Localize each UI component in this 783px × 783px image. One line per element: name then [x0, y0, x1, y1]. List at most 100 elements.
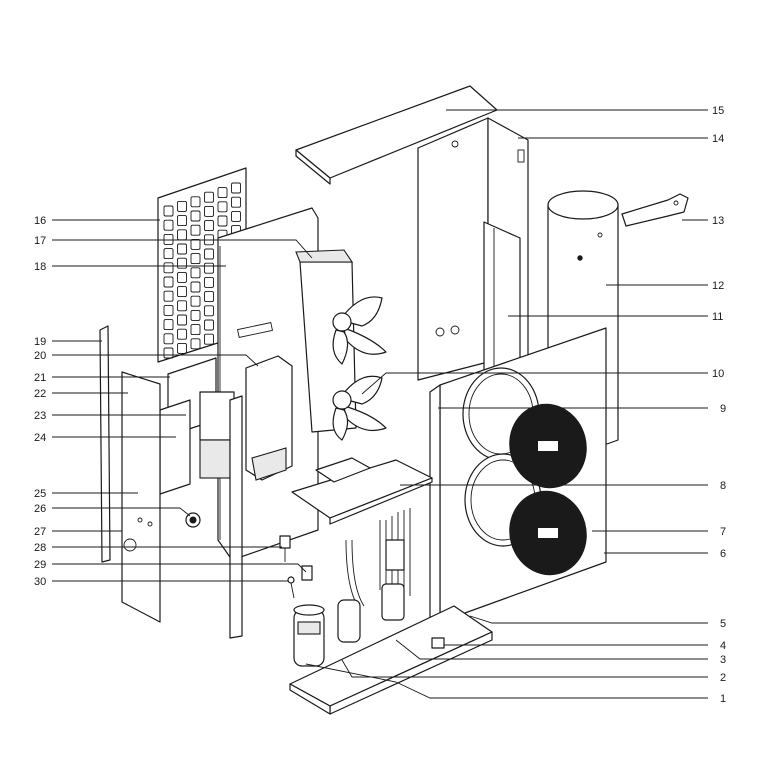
- top-cover: [295, 85, 498, 185]
- callout-2: 2: [720, 672, 726, 684]
- leader-line: [52, 239, 313, 259]
- coil-cell: [204, 248, 214, 260]
- left-pillar: [99, 325, 111, 563]
- fan-upper: [332, 296, 387, 365]
- front-panel: [429, 327, 607, 623]
- plate-heat-exchanger: [381, 583, 405, 621]
- fan-grille-lower: [509, 490, 587, 576]
- coil-cell: [163, 276, 174, 288]
- callout-9: 9: [720, 403, 726, 415]
- sensor-probe: [287, 576, 295, 599]
- coil-cell: [163, 290, 174, 302]
- leader-lines-left: [52, 219, 313, 582]
- coil-cell: [204, 262, 214, 274]
- coil-cell: [204, 276, 214, 288]
- coil-cell: [204, 333, 214, 345]
- coil-cell: [163, 347, 174, 359]
- coil-cell: [163, 333, 174, 345]
- coil-cell: [204, 305, 214, 317]
- coil-cell: [190, 338, 201, 350]
- coil-cell: [177, 215, 187, 227]
- coil-cell: [177, 257, 187, 269]
- callout-4: 4: [720, 640, 726, 652]
- callout-13: 13: [712, 215, 724, 227]
- coil-cell: [163, 248, 174, 260]
- fan-motor-bracket: [295, 249, 357, 433]
- coil-cell: [231, 196, 241, 208]
- coil-cell: [177, 200, 187, 212]
- callout-18: 18: [34, 261, 46, 273]
- coil-cell: [190, 267, 201, 279]
- callout-7: 7: [720, 526, 726, 538]
- coil-cell: [204, 291, 214, 303]
- leader-line: [395, 639, 708, 660]
- coil-cell: [190, 253, 201, 265]
- callout-3: 3: [720, 654, 726, 666]
- coil-cell: [163, 205, 174, 217]
- coil-cell: [231, 210, 241, 222]
- coil-cell: [163, 233, 174, 245]
- base-tray: [289, 605, 493, 715]
- expansion-valve: [279, 535, 291, 562]
- callout-27: 27: [34, 526, 46, 538]
- leader-lines-right: [305, 109, 708, 699]
- leader-line: [341, 659, 708, 678]
- middle-plate: [291, 457, 433, 525]
- coil-cell: [163, 319, 174, 331]
- coil-cell: [177, 271, 187, 283]
- control-board: [159, 357, 235, 495]
- callout-23: 23: [34, 410, 46, 422]
- callout-30: 30: [34, 576, 46, 588]
- callout-26: 26: [34, 503, 46, 515]
- leader-line: [52, 507, 191, 517]
- callout-25: 25: [34, 488, 46, 500]
- coil-cell: [177, 243, 187, 255]
- coil-cell: [190, 238, 201, 250]
- fan-grille-upper: [509, 403, 587, 489]
- coil-cell: [190, 210, 201, 222]
- leader-line: [305, 663, 708, 699]
- pressure-gauge: [185, 512, 201, 528]
- coil-cell: [163, 262, 174, 274]
- coil-cell: [204, 191, 214, 203]
- callout-14: 14: [712, 133, 724, 145]
- callout-22: 22: [34, 388, 46, 400]
- accumulator: [337, 599, 361, 643]
- callout-20: 20: [34, 350, 46, 362]
- leader-line: [52, 354, 259, 367]
- callout-21: 21: [34, 372, 46, 384]
- mounting-bracket: [621, 193, 689, 227]
- leader-line: [52, 563, 307, 573]
- callout-15: 15: [712, 105, 724, 117]
- fan-lower: [332, 375, 387, 441]
- callout-5: 5: [720, 618, 726, 630]
- coil-cell: [190, 295, 201, 307]
- pressure-switch: [301, 565, 313, 581]
- coil-cell: [204, 319, 214, 331]
- coil-cell: [190, 281, 201, 293]
- coil-cell: [177, 300, 187, 312]
- coil-cell: [177, 286, 187, 298]
- callout-17: 17: [34, 235, 46, 247]
- callout-11: 11: [712, 311, 723, 323]
- coil-cell: [204, 220, 214, 232]
- coil-cell: [163, 219, 174, 231]
- coil-cell: [190, 324, 201, 336]
- coil-cell: [190, 309, 201, 321]
- callout-12: 12: [712, 280, 724, 292]
- leader-line: [469, 615, 708, 624]
- electrical-box: [245, 355, 293, 481]
- callout-29: 29: [34, 559, 46, 571]
- middle-partition: [483, 221, 521, 383]
- coil-cell: [217, 201, 228, 213]
- callouts-left: 16 17 18 19 20 21 22 23 24 25 26 27 28 2…: [34, 215, 46, 588]
- callout-1: 1: [720, 693, 726, 705]
- coil-cell: [177, 328, 187, 340]
- callout-10: 10: [712, 368, 724, 380]
- coil-cell: [163, 304, 174, 316]
- callout-8: 8: [720, 480, 726, 492]
- callout-6: 6: [720, 548, 726, 560]
- callouts-right: 15 14 13 12 11 10 9 8 7 6 5 4 3 2 1: [712, 105, 726, 705]
- coil-cell: [204, 205, 214, 217]
